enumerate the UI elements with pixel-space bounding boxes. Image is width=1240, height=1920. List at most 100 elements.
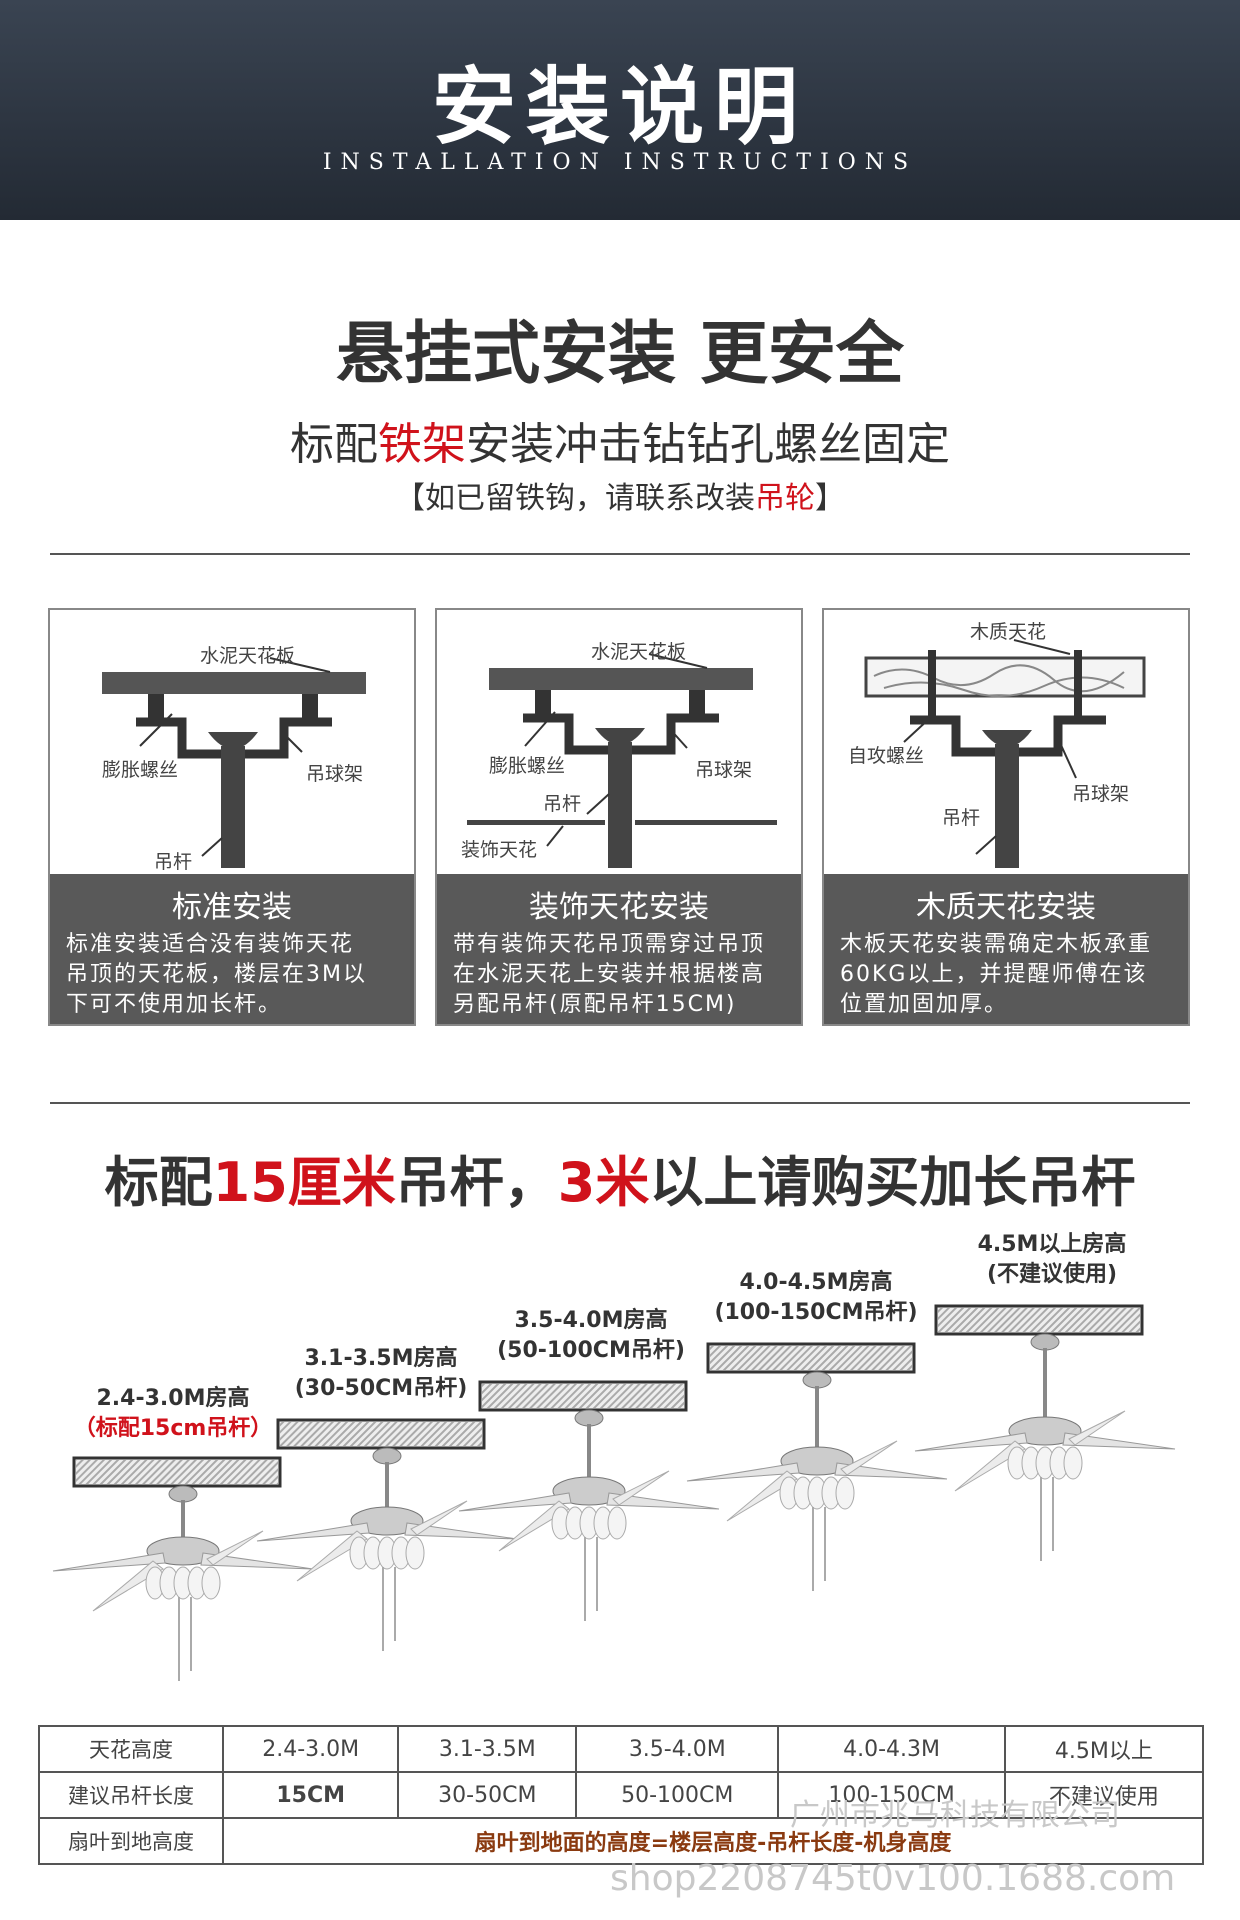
table-cell: 4.0-4.3M — [777, 1725, 1006, 1773]
table-formula: 扇叶到地面的高度=楼层高度-吊杆长度-机身高度 — [222, 1817, 1204, 1865]
header-banner — [0, 0, 1240, 220]
bracket-label: 吊球架 — [1072, 783, 1129, 805]
fan-blade — [1068, 1410, 1126, 1446]
light-shade — [201, 1566, 221, 1600]
table-row: 扇叶到地高度 扇叶到地面的高度=楼层高度-吊杆长度-机身高度 — [38, 1817, 1204, 1865]
spec-table: 天花高度 2.4-3.0M 3.1-3.5M 3.5-4.0M 4.0-4.3M… — [38, 1725, 1205, 1865]
panel-caption: 木质天花安装 木板天花安装需确定木板承重 60KG以上，并提醒师傅在该 位置加固… — [824, 874, 1188, 1024]
table-row: 建议吊杆长度 15CM 30-50CM 50-100CM 100-150CM 不… — [38, 1771, 1205, 1819]
fan-blade — [296, 1530, 368, 1582]
fan-blade — [1062, 1432, 1176, 1450]
fan-blade — [498, 1500, 570, 1552]
step-rod-note: (100-150CM吊杆) — [714, 1300, 918, 1325]
table-cell: 3.5-4.0M — [575, 1725, 780, 1773]
fan-blade — [200, 1552, 314, 1570]
table-cell: 不建议使用 — [1003, 1771, 1205, 1819]
canopy — [1030, 1333, 1060, 1351]
bracket-label: 吊球架 — [695, 759, 752, 781]
intro-headline: 悬挂式安装 更安全 — [336, 315, 904, 394]
table-cell: 100-150CM — [777, 1771, 1006, 1819]
step-room-height: 3.1-3.5M房高 — [304, 1346, 458, 1371]
fan-blade — [606, 1492, 720, 1510]
canopy — [802, 1371, 832, 1389]
step-label: 2.4-3.0M房高 （标配15cm吊杆） — [68, 1384, 278, 1444]
step-label: 4.0-4.5M房高 (100-150CM吊杆) — [704, 1268, 928, 1328]
ceiling-bar-hatch — [280, 1422, 482, 1446]
panel-text-line: 标准安装适合没有装饰天花 — [66, 932, 355, 957]
canopy — [372, 1447, 402, 1465]
fan-blade — [914, 1432, 1028, 1452]
page-title: 安装说明 — [431, 58, 808, 156]
panel-text-line: 木板天花安装需确定木板承重 — [840, 932, 1153, 957]
panel-text-line: 带有装饰天花吊顶需穿过吊顶 — [453, 932, 766, 957]
step-label: 3.1-3.5M房高 (30-50CM吊杆) — [276, 1344, 486, 1404]
decorative-install-diagram: 水泥天花板 膨胀螺丝 吊球架 吊杆 装饰天花 — [461, 641, 777, 868]
panel-text-line: 60KG以上，并提醒师傅在该 — [840, 962, 1148, 987]
fan-blade — [834, 1462, 948, 1480]
rod-headline-highlight: 15厘米 — [212, 1151, 396, 1214]
page-subtitle: INSTALLATION INSTRUCTIONS — [322, 150, 918, 175]
light-shade — [607, 1506, 627, 1540]
step-room-height: 3.5-4.0M房高 — [514, 1308, 668, 1333]
panel-text-line: 吊顶的天花板，楼层在3M以 — [66, 962, 367, 987]
step-rod-note: (50-100CM吊杆) — [497, 1338, 685, 1363]
step-rod-note: （标配15cm吊杆） — [73, 1416, 273, 1441]
intro-line-1-highlight: 铁架 — [378, 419, 466, 470]
rod-headline-text: 标配 — [104, 1151, 213, 1214]
light-shade — [1063, 1446, 1083, 1480]
fan-blade — [92, 1560, 164, 1612]
table-cell: 15CM — [221, 1771, 400, 1819]
wood-install-diagram: 木质天花 自攻螺丝 吊球架 吊杆 — [848, 621, 1146, 868]
table-cell: 50-100CM — [575, 1771, 780, 1819]
fan-motor — [146, 1536, 220, 1566]
rod-headline-text: 以上请购买加长吊杆 — [649, 1151, 1136, 1214]
intro-line-2: 【如已留铁钩，请联系改装吊轮】 — [0, 473, 1240, 517]
table-cell: 3.1-3.5M — [397, 1725, 578, 1773]
canopy — [168, 1485, 198, 1503]
rod-length-steps: 2.4-3.0M房高 （标配15cm吊杆） 3.1-3.5M房高 (30-50C… — [0, 1230, 1240, 1720]
fan-blade — [410, 1500, 468, 1536]
fan-blade — [686, 1462, 800, 1482]
intro-line-2-rest: 】 — [815, 481, 845, 516]
fan-blade — [404, 1522, 518, 1540]
ceiling-bar-hatch — [710, 1346, 912, 1370]
step-rod-note: (30-50CM吊杆) — [294, 1376, 468, 1401]
bracket-label: 吊球架 — [306, 763, 363, 785]
panel-text: 带有装饰天花吊顶需穿过吊顶 在水泥天花上安装并根据楼高 另配吊杆(原配吊杆15C… — [437, 926, 801, 1020]
fan-blade — [256, 1522, 370, 1542]
table-row-header: 扇叶到地高度 — [38, 1817, 224, 1865]
fan-motor — [350, 1506, 424, 1536]
fan-blade — [726, 1470, 798, 1522]
ceiling-bar-hatch — [938, 1308, 1140, 1332]
fan-blade — [52, 1552, 166, 1572]
screw-label: 膨胀螺丝 — [102, 759, 178, 781]
intro-line-1-text: 标配 — [290, 419, 378, 470]
intro-line-1-rest: 安装冲击钻钻孔螺丝固定 — [466, 419, 950, 470]
divider-2 — [50, 1102, 1190, 1104]
light-shade — [405, 1536, 425, 1570]
panel-standard: 水泥天花板 膨胀螺丝 吊球架 吊杆 标准安装 标准安装适合没有装饰天花 吊顶的天… — [48, 608, 416, 1026]
rod-label: 吊杆 — [543, 793, 581, 815]
fan-blade — [458, 1492, 572, 1512]
screw-label: 自攻螺丝 — [848, 745, 924, 767]
canopy — [574, 1409, 604, 1427]
step-room-height: 4.5M以上房高 — [977, 1232, 1127, 1257]
panel-caption: 装饰天花安装 带有装饰天花吊顶需穿过吊顶 在水泥天花上安装并根据楼高 另配吊杆(… — [437, 874, 801, 1024]
fan-illustrations — [52, 1304, 1176, 1681]
rod-label: 吊杆 — [154, 851, 192, 873]
fan-blade — [840, 1440, 898, 1476]
ceiling-bar-hatch — [482, 1384, 684, 1408]
rod-headline-highlight: 3米 — [557, 1151, 650, 1214]
watermark-url: shop2208745t0v100.1688.com — [610, 1858, 1176, 1899]
fan-blade — [612, 1470, 670, 1506]
divider-1 — [50, 553, 1190, 555]
step-label: 4.5M以上房高 (不建议使用) — [940, 1230, 1164, 1290]
panel-caption: 标准安装 标准安装适合没有装饰天花 吊顶的天花板，楼层在3M以 下可不使用加长杆… — [50, 874, 414, 1024]
table-row-header: 天花高度 — [38, 1725, 224, 1773]
rod-headline: 标配15厘米吊杆，3米以上请购买加长吊杆 — [0, 1138, 1240, 1217]
panel-text: 木板天花安装需确定木板承重 60KG以上，并提醒师傅在该 位置加固加厚。 — [824, 926, 1188, 1020]
table-row-header: 建议吊杆长度 — [38, 1771, 224, 1819]
step-rod-note: (不建议使用) — [986, 1262, 1118, 1287]
intro-line-1: 标配铁架安装冲击钻钻孔螺丝固定 — [0, 408, 1240, 472]
light-shade — [835, 1476, 855, 1510]
